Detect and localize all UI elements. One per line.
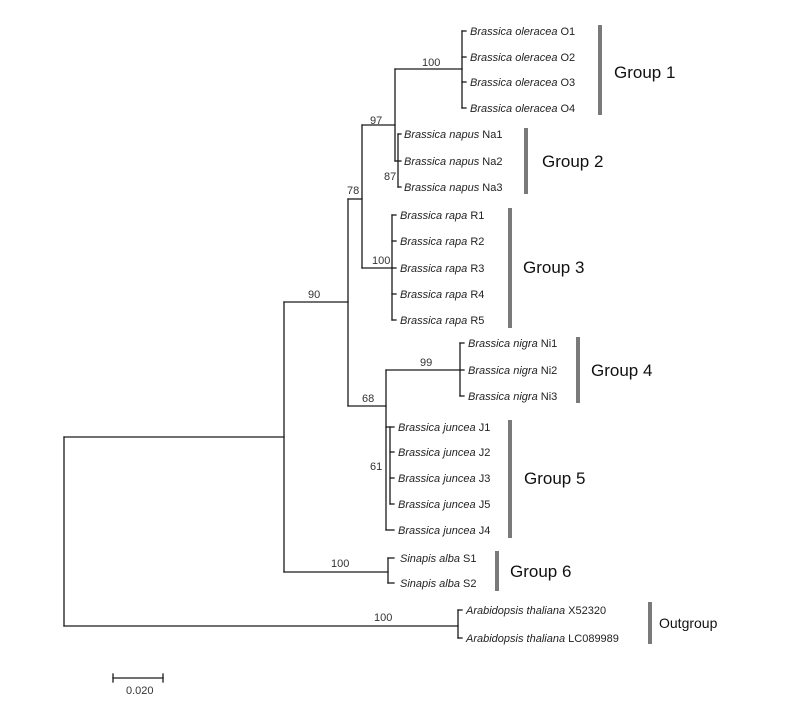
group-label-1: Group 1 bbox=[614, 63, 675, 82]
leaf-label: Brassica napus Na3 bbox=[404, 182, 502, 194]
group-label-outgroup: Outgroup bbox=[659, 615, 718, 631]
group-label-6: Group 6 bbox=[510, 562, 571, 581]
leaf-label: Brassica rapa R4 bbox=[400, 289, 484, 301]
group-annotations: Group 1 Group 2 Group 3 Group 4 Group 5 … bbox=[495, 25, 718, 644]
bootstrap-napus: 87 bbox=[384, 171, 396, 183]
leaf-label: Brassica nigra Ni3 bbox=[468, 391, 557, 403]
leaf-label: Brassica juncea J2 bbox=[398, 447, 490, 459]
leaf-label: Brassica oleracea O4 bbox=[470, 103, 575, 115]
leaf-label: Brassica napus Na2 bbox=[404, 156, 502, 168]
scale-bar: 0.020 bbox=[112, 673, 164, 697]
bootstrap-arabidopsis: 100 bbox=[374, 612, 392, 624]
leaf-label: Brassica oleracea O2 bbox=[470, 52, 575, 64]
leaf-label: Sinapis alba S1 bbox=[400, 553, 476, 565]
leaf-label: Brassica oleracea O3 bbox=[470, 77, 575, 89]
leaf-label: Sinapis alba S2 bbox=[400, 578, 476, 590]
bootstrap-rapa-napus-oleracea: 78 bbox=[347, 185, 359, 197]
leaf-label: Brassica rapa R1 bbox=[400, 210, 484, 222]
tree-branches bbox=[63, 30, 467, 639]
leaf-label: Arabidopsis thaliana LC089989 bbox=[465, 633, 619, 645]
leaf-label: Brassica juncea J4 bbox=[398, 525, 490, 537]
bootstrap-nigra-juncea: 68 bbox=[362, 393, 374, 405]
leaf-label: Brassica oleracea O1 bbox=[470, 26, 575, 38]
bootstrap-juncea: 61 bbox=[370, 461, 382, 473]
bootstrap-rapa: 100 bbox=[372, 255, 390, 267]
leaf-label: Brassica juncea J1 bbox=[398, 422, 490, 434]
bootstrap-nigra: 99 bbox=[420, 357, 432, 369]
group-label-5: Group 5 bbox=[524, 469, 585, 488]
leaf-label: Arabidopsis thaliana X52320 bbox=[465, 605, 606, 617]
leaf-label: Brassica rapa R2 bbox=[400, 236, 484, 248]
bootstrap-oleracea: 100 bbox=[422, 57, 440, 69]
group-label-4: Group 4 bbox=[591, 361, 652, 380]
leaf-label: Brassica juncea J5 bbox=[398, 499, 490, 511]
scale-bar-label: 0.020 bbox=[126, 685, 154, 697]
leaf-label: Brassica napus Na1 bbox=[404, 129, 502, 141]
group-label-3: Group 3 bbox=[523, 258, 584, 277]
bootstrap-brassica: 90 bbox=[308, 289, 320, 301]
leaf-label: Brassica nigra Ni2 bbox=[468, 365, 557, 377]
bootstrap-labels: 100 97 87 78 100 90 99 68 61 100 100 bbox=[308, 57, 440, 624]
leaf-label: Brassica nigra Ni1 bbox=[468, 338, 557, 350]
bootstrap-napus-oleracea: 97 bbox=[370, 115, 382, 127]
leaf-label: Brassica rapa R3 bbox=[400, 263, 484, 275]
group-label-2: Group 2 bbox=[542, 152, 603, 171]
bootstrap-sinapis: 100 bbox=[331, 558, 349, 570]
leaf-label: Brassica rapa R5 bbox=[400, 315, 484, 327]
leaf-labels: Brassica oleracea O1 Brassica oleracea O… bbox=[398, 26, 619, 645]
leaf-label: Brassica juncea J3 bbox=[398, 473, 490, 485]
